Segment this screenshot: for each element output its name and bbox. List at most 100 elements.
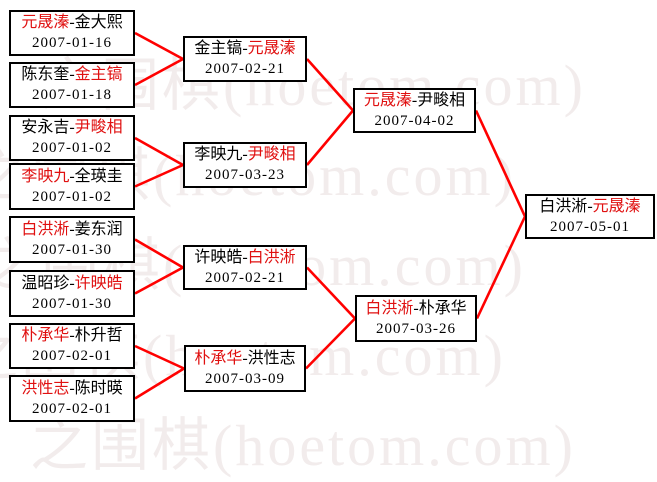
match-date: 2007-03-23 bbox=[205, 167, 285, 183]
player-name-right: 元晟溱 bbox=[247, 40, 296, 57]
connector-line-r1m5-r2m3 bbox=[134, 238, 184, 269]
player-name-left: 元晟溱 bbox=[21, 14, 70, 31]
players-separator: - bbox=[69, 66, 75, 83]
player-name-right: 朴升哲 bbox=[74, 327, 123, 344]
connector-line-r2m2-r3m1 bbox=[306, 109, 354, 166]
connector-line-r2m1-r3m1 bbox=[306, 58, 354, 112]
player-name-left: 白洪淅 bbox=[365, 299, 414, 317]
match-box-r2m2: 李映九-尹畯相 2007-03-23 bbox=[183, 142, 307, 188]
match-date: 2007-02-21 bbox=[205, 269, 285, 286]
connector-line-r1m7-r2m4 bbox=[134, 344, 185, 370]
match-date: 2007-01-02 bbox=[32, 188, 112, 205]
player-name-right: 陈时暎 bbox=[74, 379, 123, 397]
match-players: 元晟溱-尹畯相 bbox=[364, 91, 465, 111]
match-date: 2007-02-01 bbox=[32, 400, 112, 417]
player-name-left: 白洪淅 bbox=[539, 197, 588, 215]
player-name-right: 姜东润 bbox=[74, 220, 123, 238]
match-players: 温昭珍-许映皓 bbox=[21, 274, 122, 294]
players-separator: - bbox=[69, 274, 75, 292]
player-name-right: 朴承华 bbox=[418, 299, 467, 317]
player-name-left: 洪性志 bbox=[21, 379, 70, 397]
players-separator: - bbox=[69, 14, 75, 31]
player-name-right: 金主镐 bbox=[74, 66, 123, 83]
player-name-left: 许映皓 bbox=[194, 248, 243, 266]
connector-line-r1m6-r2m3 bbox=[134, 266, 184, 295]
connector-line-r3m2-final bbox=[475, 215, 527, 320]
match-players: 白洪淅-姜东润 bbox=[21, 220, 122, 240]
match-box-r1m1: 元晟溱-金大熙 2007-01-16 bbox=[9, 10, 135, 56]
player-name-left: 元晟溱 bbox=[363, 91, 412, 109]
match-players: 李映九-全瑛圭 bbox=[21, 167, 122, 187]
match-date: 2007-04-02 bbox=[374, 112, 455, 129]
player-name-right: 元晟溱 bbox=[592, 197, 641, 215]
players-separator: - bbox=[69, 119, 75, 136]
player-name-right: 金大熙 bbox=[74, 14, 123, 31]
match-date: 2007-02-21 bbox=[205, 61, 285, 77]
match-box-r1m7: 朴承华-朴升哲 2007-02-01 bbox=[9, 323, 135, 369]
players-separator: - bbox=[413, 299, 419, 317]
players-separator: - bbox=[242, 146, 248, 163]
connector-line-r3m1-final bbox=[474, 109, 527, 218]
players-separator: - bbox=[242, 349, 248, 367]
player-name-right: 许映皓 bbox=[74, 274, 123, 292]
tournament-bracket: 之围棋(hoetom.com)之围棋(hoetom.com)之围棋(hoetom… bbox=[0, 10, 655, 478]
connector-line-r1m4-r2m2 bbox=[134, 163, 184, 188]
match-date: 2007-01-30 bbox=[32, 295, 112, 312]
match-date: 2007-01-18 bbox=[32, 87, 112, 103]
player-name-right: 洪性志 bbox=[247, 349, 296, 367]
connector-line-r1m8-r2m4 bbox=[134, 367, 185, 400]
match-date: 2007-03-09 bbox=[205, 370, 285, 387]
player-name-left: 朴承华 bbox=[21, 327, 70, 344]
match-date: 2007-01-02 bbox=[32, 140, 112, 156]
match-players: 白洪淅-朴承华 bbox=[365, 299, 466, 319]
match-box-r1m3: 安永吉-尹畯相 2007-01-02 bbox=[9, 115, 135, 161]
connector-line-r2m4-r3m2 bbox=[305, 317, 356, 370]
player-name-right: 尹畯相 bbox=[74, 119, 123, 136]
match-players: 安永吉-尹畯相 bbox=[21, 118, 122, 138]
player-name-left: 温昭珍 bbox=[21, 274, 70, 292]
match-players: 李映九-尹畯相 bbox=[194, 145, 295, 165]
players-separator: - bbox=[411, 91, 418, 109]
player-name-left: 白洪淅 bbox=[21, 220, 70, 238]
player-name-left: 安永吉 bbox=[21, 119, 70, 136]
player-name-left: 李映九 bbox=[194, 146, 243, 163]
match-players: 朴承华-朴升哲 bbox=[21, 326, 122, 346]
match-players: 陈东奎-金主镐 bbox=[21, 65, 122, 85]
match-date: 2007-01-16 bbox=[32, 35, 112, 51]
match-players: 白洪淅-元晟溱 bbox=[539, 197, 640, 217]
player-name-left: 李映九 bbox=[21, 167, 70, 185]
match-box-r2m1: 金主镐-元晟溱 2007-02-21 bbox=[183, 36, 307, 82]
match-players: 洪性志-陈时暎 bbox=[21, 379, 122, 399]
match-players: 许映皓-白洪淅 bbox=[194, 248, 295, 268]
players-separator: - bbox=[69, 220, 75, 238]
match-players: 朴承华-洪性志 bbox=[194, 349, 295, 369]
match-date: 2007-03-26 bbox=[376, 320, 456, 337]
player-name-left: 陈东奎 bbox=[21, 66, 70, 83]
connector-line-r1m3-r2m2 bbox=[134, 136, 184, 167]
player-name-right: 白洪淅 bbox=[247, 248, 296, 266]
player-name-right: 尹畯相 bbox=[417, 91, 466, 109]
connector-line-r1m1-r2m1 bbox=[134, 31, 184, 61]
match-date: 2007-02-01 bbox=[32, 348, 112, 364]
connector-line-r1m2-r2m1 bbox=[134, 57, 184, 87]
match-date: 2007-01-30 bbox=[32, 241, 112, 258]
player-name-left: 金主镐 bbox=[194, 40, 243, 57]
player-name-left: 朴承华 bbox=[194, 349, 243, 367]
players-separator: - bbox=[242, 40, 248, 57]
connector-line-r2m3-r3m2 bbox=[306, 266, 356, 320]
players-separator: - bbox=[587, 197, 593, 215]
player-name-right: 全瑛圭 bbox=[74, 167, 123, 185]
players-separator: - bbox=[69, 167, 75, 185]
match-date: 2007-05-01 bbox=[550, 218, 630, 235]
match-players: 金主镐-元晟溱 bbox=[194, 39, 295, 59]
match-box-r1m2: 陈东奎-金主镐 2007-01-18 bbox=[9, 62, 135, 108]
